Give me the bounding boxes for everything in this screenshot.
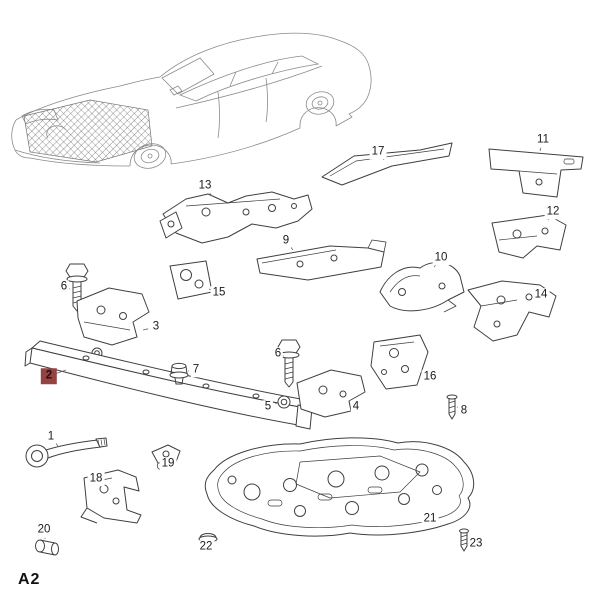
- part-label-19[interactable]: 19: [159, 457, 177, 471]
- part-8-rivet-drawing[interactable]: [446, 394, 458, 420]
- part-16-drawing[interactable]: [370, 334, 429, 390]
- part-label-16[interactable]: 16: [421, 370, 439, 384]
- part-1-tow-hook-drawing[interactable]: [25, 437, 108, 468]
- part-4-drawing[interactable]: [296, 369, 366, 418]
- part-15-drawing[interactable]: [169, 260, 213, 300]
- part-label-18[interactable]: 18: [87, 472, 105, 486]
- part-label-11[interactable]: 11: [535, 133, 551, 147]
- leader-line-part-10: [433, 264, 437, 268]
- part-label-20[interactable]: 20: [35, 523, 53, 537]
- part-label-14[interactable]: 14: [532, 288, 550, 302]
- part-2-bumper-bar-drawing[interactable]: [24, 340, 313, 430]
- leader-line-part-12: [547, 218, 550, 221]
- part-label-6[interactable]: 6: [272, 347, 284, 361]
- part-21-skid-plate-drawing[interactable]: [204, 437, 475, 537]
- leader-line-part-1: [55, 443, 59, 447]
- part-label-9[interactable]: 9: [280, 234, 292, 248]
- part-label-10[interactable]: 10: [432, 251, 450, 265]
- part-9-drawing[interactable]: [256, 239, 387, 281]
- exploded-parts-group: [24, 142, 584, 556]
- part-label-7[interactable]: 7: [190, 363, 202, 377]
- part-label-23[interactable]: 23: [467, 537, 485, 551]
- part-label-2-selected[interactable]: 2: [40, 368, 58, 384]
- part-5-nut-drawing[interactable]: [277, 395, 291, 409]
- part-7-grommet-drawing[interactable]: [169, 362, 189, 385]
- part-11-drawing[interactable]: [488, 148, 584, 198]
- page-label: A2: [18, 571, 41, 588]
- part-10-drawing[interactable]: [379, 261, 465, 313]
- part-label-1[interactable]: 1: [45, 430, 57, 444]
- part-label-3[interactable]: 3: [150, 320, 162, 334]
- part-label-17[interactable]: 17: [369, 145, 387, 159]
- leader-line-part-5: [275, 402, 278, 405]
- part-3-drawing[interactable]: [76, 287, 150, 359]
- part-label-13[interactable]: 13: [196, 179, 214, 193]
- leader-line-part-2: [56, 369, 67, 374]
- car-wireframe-illustration: [11, 32, 372, 169]
- part-label-6[interactable]: 6: [58, 280, 70, 294]
- leader-line-part-11: [539, 147, 542, 152]
- part-label-4[interactable]: 4: [350, 400, 362, 414]
- part-label-8[interactable]: 8: [458, 404, 470, 418]
- leader-line-part-13: [209, 192, 213, 197]
- part-label-22[interactable]: 22: [197, 540, 215, 554]
- part-20-drawing[interactable]: [35, 539, 59, 556]
- part-13-drawing[interactable]: [159, 191, 313, 244]
- leader-line-part-3: [142, 328, 149, 331]
- leader-line-part-9: [290, 247, 294, 251]
- part-label-21[interactable]: 21: [421, 512, 439, 526]
- part-12-drawing[interactable]: [491, 214, 567, 259]
- part-label-12[interactable]: 12: [544, 205, 562, 219]
- part-6-left-bolt-drawing[interactable]: [65, 263, 89, 312]
- part-23-screw-drawing[interactable]: [459, 528, 469, 552]
- part-label-5[interactable]: 5: [262, 400, 274, 414]
- part-17-drawing[interactable]: [321, 142, 453, 186]
- part-label-15[interactable]: 15: [210, 286, 228, 300]
